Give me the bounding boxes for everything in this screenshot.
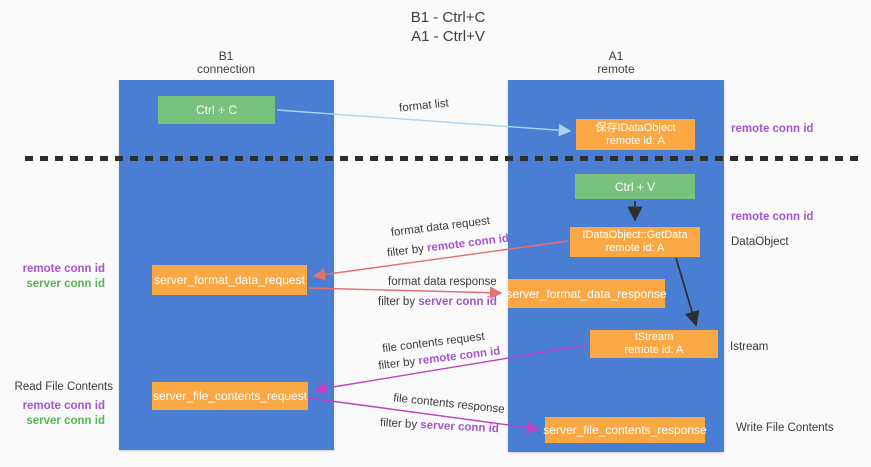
- annotation-write-file-contents: Write File Contents: [736, 422, 834, 434]
- label-format-data-response: format data response: [388, 276, 497, 288]
- lane-b1-name: B1: [218, 49, 234, 63]
- annotation-remote-conn-id-left-1: remote conn id: [22, 263, 105, 275]
- node-save-idataobject-subtitle: remote id: A: [606, 134, 665, 147]
- node-format-response-label: server_format_data_response: [506, 286, 667, 301]
- lane-header-a1: A1 remote: [536, 50, 696, 76]
- annotation-server-conn-id-left-2: server conn id: [26, 415, 105, 427]
- lane-b1-role: connection: [196, 62, 256, 76]
- annotation-read-file-contents: Read File Contents: [14, 381, 113, 393]
- node-save-idataobject: 保存IDataObject remote id: A: [576, 119, 695, 150]
- lane-a1-role: remote: [597, 62, 635, 76]
- arrow-format-list: [276, 109, 572, 137]
- annotation-remote-conn-id-left-2: remote conn id: [22, 400, 105, 412]
- annotation-dataobject: DataObject: [731, 236, 789, 248]
- node-istream: IStream remote id: A: [590, 330, 718, 358]
- node-ctrl-c: Ctrl + C: [158, 96, 275, 124]
- node-istream-title: IStream: [634, 331, 674, 343]
- annotation-remote-conn-id-mid-right: remote conn id: [731, 211, 814, 223]
- annotation-conn-ids-left-1: remote conn id server conn id: [10, 262, 105, 292]
- node-server-file-contents-request: server_file_contents_request: [152, 382, 308, 410]
- node-format-request-label: server_format_data_request: [154, 273, 305, 287]
- annotation-server-conn-id-left-1: server conn id: [26, 278, 105, 290]
- arrow-format-data-response: [308, 286, 503, 300]
- node-file-response-label: server_file_contents_response: [543, 423, 707, 437]
- arrow-file-contents-response: [308, 397, 540, 434]
- node-getdata-subtitle: remote id: A: [605, 242, 665, 254]
- arrow-getdata-to-istream: [675, 257, 700, 327]
- session-divider-dashed-line: [25, 156, 863, 161]
- lane-header-b1: B1 connection: [146, 50, 306, 76]
- node-ctrl-c-label: Ctrl + C: [195, 103, 237, 117]
- filter-by-prefix: filter by: [378, 296, 416, 308]
- title-line-1: B1 - Ctrl+C: [410, 9, 486, 26]
- arrow-format-data-request: [312, 240, 569, 281]
- node-ctrl-v: Ctrl + V: [575, 174, 695, 199]
- title-line-2: A1 - Ctrl+V: [411, 28, 485, 45]
- node-istream-subtitle: remote id: A: [624, 344, 684, 356]
- filter-by-prefix: filter by: [379, 417, 418, 431]
- annotation-remote-conn-id-top-right: remote conn id: [731, 123, 814, 135]
- label-filter-by-server-conn-id-1: filter by server conn id: [378, 296, 497, 308]
- node-getdata-title: IDataObject::GetData: [582, 229, 688, 241]
- node-server-format-data-request: server_format_data_request: [152, 265, 307, 295]
- arrow-file-contents-request: [313, 344, 588, 395]
- node-server-file-contents-response: server_file_contents_response: [543, 417, 707, 443]
- node-server-format-data-response: server_format_data_response: [506, 279, 667, 308]
- node-ctrl-v-label: Ctrl + V: [614, 179, 656, 194]
- node-idataobject-getdata: IDataObject::GetData remote id: A: [570, 227, 700, 257]
- annotation-conn-ids-left-2: remote conn id server conn id: [10, 399, 105, 429]
- node-save-idataobject-title: 保存IDataObject: [595, 121, 676, 134]
- lane-a1-name: A1: [608, 49, 624, 63]
- diagram-title: B1 - Ctrl+C A1 - Ctrl+V: [348, 8, 548, 46]
- annotation-istream: Istream: [730, 341, 769, 353]
- server-conn-id-text: server conn id: [418, 296, 497, 308]
- node-file-request-label: server_file_contents_request: [152, 389, 308, 403]
